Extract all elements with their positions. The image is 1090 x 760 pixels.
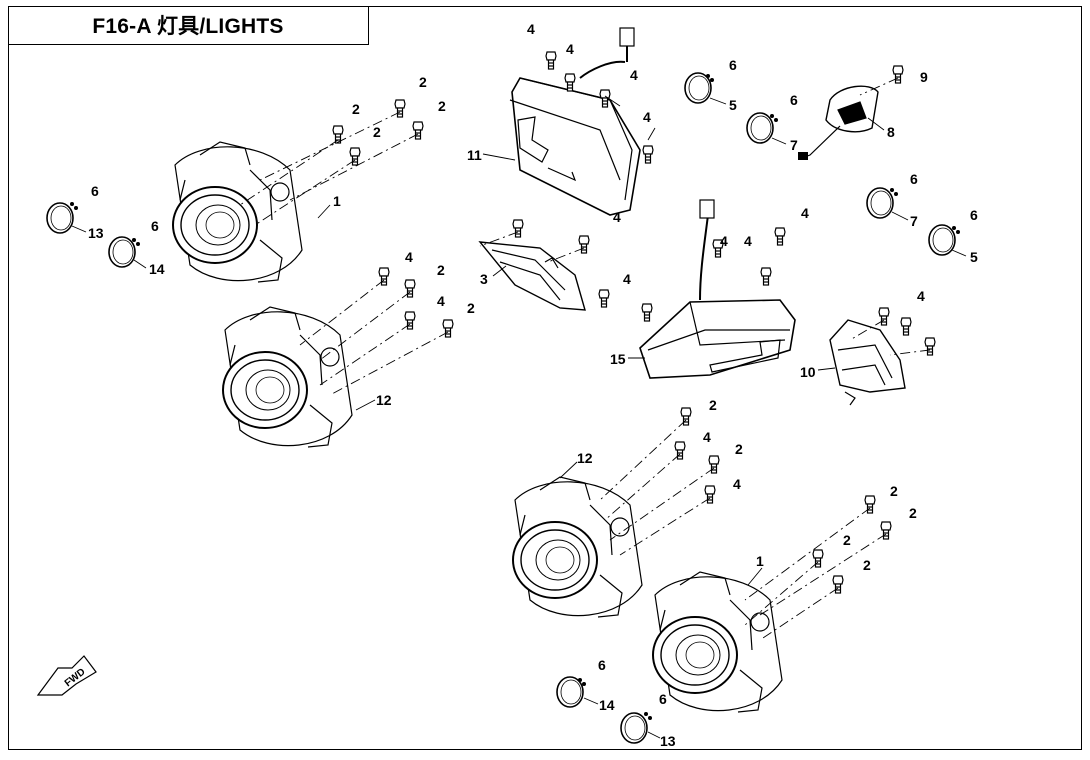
callout-4: 4 [623,271,631,287]
callout-4: 4 [733,476,741,492]
callout-6: 6 [151,218,159,234]
diagram-frame [8,6,1082,750]
callout-2: 2 [437,262,445,278]
callout-2: 2 [467,300,475,316]
callout-2: 2 [735,441,743,457]
callout-14: 14 [149,261,165,277]
callout-12: 12 [577,450,593,466]
callout-5: 5 [729,97,737,113]
callout-7: 7 [790,137,798,153]
callout-4: 4 [643,109,651,125]
callout-4: 4 [801,205,809,221]
marker-light-8 [798,85,879,160]
cap-13-bottom [620,712,648,744]
callout-2: 2 [709,397,717,413]
callout-6: 6 [91,183,99,199]
callout-1: 1 [756,553,764,569]
callout-2: 2 [909,505,917,521]
leader-lines [71,95,967,739]
callout-4: 4 [566,41,574,57]
headlamp-12-right [512,476,643,618]
callout-14: 14 [599,697,615,713]
callout-12: 12 [376,392,392,408]
callout-6: 6 [910,171,918,187]
cap-5-right [928,224,956,256]
assembly-lines [239,77,931,641]
callout-13: 13 [660,733,676,749]
callout-2: 2 [419,74,427,90]
callout-4: 4 [437,293,445,309]
callout-10: 10 [800,364,816,380]
headlamp-12-left [222,306,353,448]
callout-2: 2 [352,101,360,117]
fwd-direction-arrow: FWD [36,655,97,696]
cap-14-left [108,236,136,268]
callout-4: 4 [703,429,711,445]
headlight-11 [509,27,641,216]
callout-11: 11 [467,147,482,163]
bracket-10 [829,319,906,406]
callout-6: 6 [790,92,798,108]
callout-2: 2 [373,124,381,140]
callout-13: 13 [88,225,104,241]
callout-4: 4 [744,233,752,249]
callout-4: 4 [405,249,413,265]
callout-6: 6 [970,207,978,223]
headlamp-1-right [652,571,783,713]
headlamp-1-left [172,141,303,283]
callout-labels: 4 4 4 4 11 6 5 6 7 9 8 2 2 2 2 1 6 13 6 … [88,21,978,749]
cap-7-top [746,112,774,144]
callout-2: 2 [890,483,898,499]
callout-1: 1 [333,193,341,209]
cap-7-right [866,187,894,219]
bracket-3 [478,241,586,311]
callout-4: 4 [630,67,638,83]
callout-7: 7 [910,213,918,229]
callout-4: 4 [527,21,535,37]
callout-2: 2 [843,532,851,548]
callout-8: 8 [887,124,895,140]
callout-15: 15 [610,351,626,367]
callout-6: 6 [729,57,737,73]
callout-6: 6 [598,657,606,673]
cap-13-left [46,202,74,234]
callout-4: 4 [613,209,621,225]
callout-3: 3 [480,271,488,287]
callout-5: 5 [970,249,978,265]
callout-4: 4 [720,233,728,249]
callout-6: 6 [659,691,667,707]
callout-4: 4 [917,288,925,304]
page-title: F16-A 灯具/LIGHTS [8,6,369,45]
callout-9: 9 [920,69,928,85]
headlight-15 [639,199,796,379]
bolts [332,51,936,594]
callout-2: 2 [438,98,446,114]
callout-2: 2 [863,557,871,573]
